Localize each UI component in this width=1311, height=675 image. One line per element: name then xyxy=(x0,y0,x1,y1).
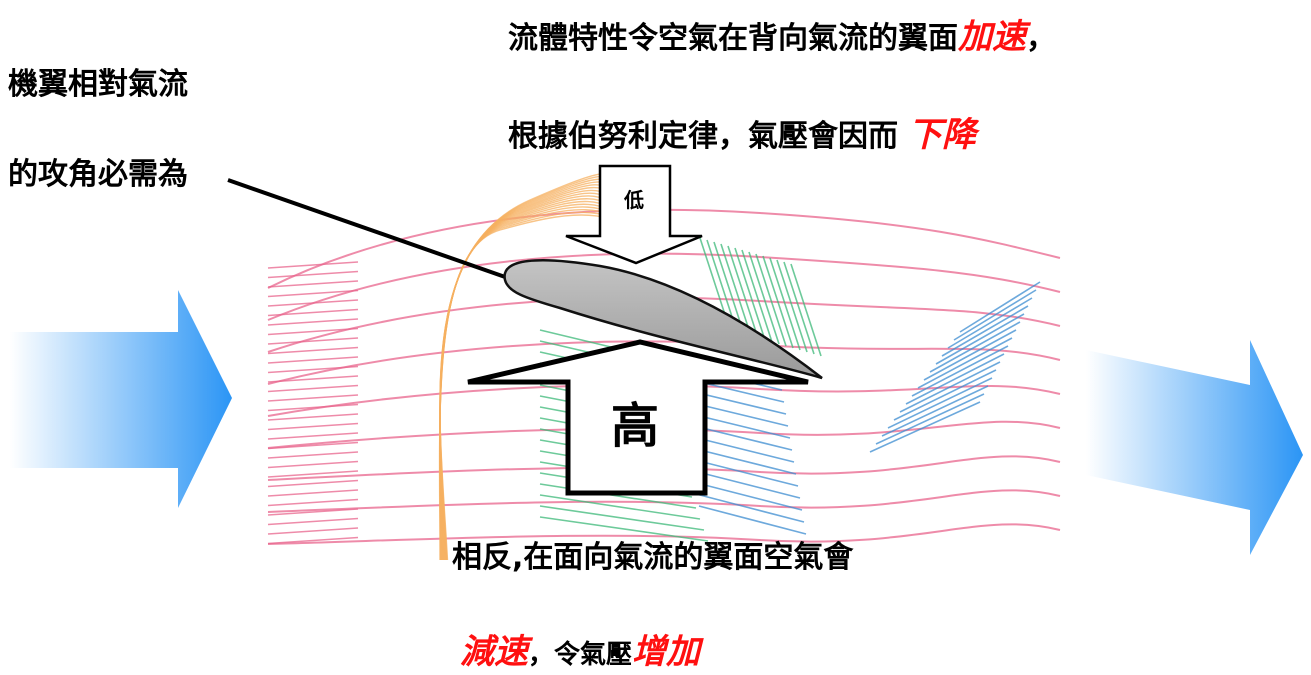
streamline xyxy=(267,420,1061,449)
streamline xyxy=(267,252,1061,321)
bottom-caption-line2-mid: ，令氣壓 xyxy=(528,640,633,670)
decelerate-emphasis: 減速 xyxy=(460,632,528,672)
bottom-caption-line2: 減速，令氣壓增加 xyxy=(460,635,700,669)
outgoing-flow-arrow xyxy=(1086,340,1303,555)
streamline-dense xyxy=(267,517,359,526)
airfoil xyxy=(503,259,823,380)
decrease-emphasis: 下降 xyxy=(908,115,976,155)
blue-band-right-line xyxy=(869,401,981,453)
green-band-line xyxy=(713,241,745,335)
top-caption-line2: 根據伯努利定律，氣壓會因而下降 xyxy=(508,118,976,152)
streamline-dense xyxy=(267,403,359,412)
blue-band-right-line xyxy=(929,321,1021,373)
streamline-dense xyxy=(267,536,359,545)
top-caption-line1: 流體特性令空氣在背向氣流的翼面加速， xyxy=(508,20,1056,54)
streamline-dense xyxy=(267,422,359,431)
streamline-dense xyxy=(267,318,359,326)
blue-band-right-line xyxy=(887,377,993,429)
blue-band-right-line xyxy=(923,329,1017,381)
streamline-dense xyxy=(267,527,359,535)
blue-band-right-line xyxy=(905,353,1005,405)
streamline-dense xyxy=(267,508,359,516)
blue-band-lower-line xyxy=(692,481,803,511)
high-pressure-arrow xyxy=(467,339,809,496)
streamline-dense xyxy=(267,489,359,497)
green-band-line xyxy=(783,261,815,355)
green-band-line xyxy=(748,251,780,345)
streamline-dense xyxy=(267,479,359,488)
streamline-dense xyxy=(267,394,359,402)
streamline xyxy=(267,296,1061,353)
green-band-lower-line xyxy=(539,505,705,531)
green-band-line xyxy=(790,263,822,357)
streamline-dense xyxy=(267,308,359,317)
incoming-flow-arrow xyxy=(10,290,232,508)
streamline-dense xyxy=(267,441,359,450)
streamline xyxy=(267,523,1061,545)
blue-band-right-line xyxy=(911,345,1009,397)
streamline-dense xyxy=(267,289,359,298)
streamline-dense xyxy=(267,346,359,355)
left-caption-line2: 的攻角必需為 xyxy=(8,157,188,192)
blue-band-lower-line xyxy=(689,469,801,499)
blue-band-right-line xyxy=(953,289,1037,341)
low-pressure-label: 低 xyxy=(624,188,644,212)
left-caption-line1: 機翼相對氣流 xyxy=(8,67,188,102)
streamline-dense xyxy=(267,413,359,421)
green-band-line xyxy=(741,249,773,343)
green-band-line xyxy=(734,247,766,341)
blue-band-right-line xyxy=(935,313,1025,365)
high-pressure-label: 高 xyxy=(611,398,660,454)
blue-band-lower-line xyxy=(698,505,807,535)
streamline-dense xyxy=(267,451,359,459)
blue-band-right-line xyxy=(881,385,989,437)
green-band-line xyxy=(769,257,801,351)
streamline-dense xyxy=(267,498,359,507)
top-caption-line2-text: 根據伯努利定律，氣壓會因而 xyxy=(508,119,898,154)
streamline-dense xyxy=(267,280,359,288)
streamline-dense xyxy=(267,356,359,364)
streamline-dense xyxy=(267,384,359,393)
streamlines xyxy=(267,208,1061,545)
blue-band-right-line xyxy=(899,361,1001,413)
increase-emphasis: 增加 xyxy=(632,632,701,672)
top-caption-line1-text: 流體特性令空氣在背向氣流的翼面 xyxy=(508,21,958,56)
streamline-dense xyxy=(267,460,359,469)
blue-band-right-line xyxy=(959,281,1041,333)
streamline-dense xyxy=(267,299,359,307)
green-band-line xyxy=(776,259,808,353)
streamline xyxy=(267,489,1061,513)
attack-angle-pointer xyxy=(227,178,509,280)
streamline-dense xyxy=(267,327,359,336)
blue-band-right-line xyxy=(917,337,1013,389)
streamline-dense xyxy=(267,365,359,374)
low-pressure-arrow xyxy=(565,164,703,265)
blue-band-right-line xyxy=(875,393,985,445)
streamline-dense xyxy=(267,270,359,279)
streamline-dense xyxy=(267,432,359,440)
streamline-dense xyxy=(267,470,359,478)
green-band-lower-line xyxy=(539,516,709,542)
top-caption-line1-tail: ， xyxy=(1026,21,1056,56)
blue-band-right-line xyxy=(947,297,1033,349)
green-band-line xyxy=(762,255,794,349)
streamline-dense xyxy=(267,261,359,269)
streamline-dense xyxy=(267,337,359,345)
streamline xyxy=(267,455,1061,481)
green-band-lower-line xyxy=(539,494,701,520)
accelerate-emphasis: 加速 xyxy=(958,17,1026,57)
green-band-line xyxy=(720,243,752,337)
bottom-caption-line1: 相反,在面向氣流的翼面空氣會 xyxy=(452,540,854,575)
blue-band-right-line xyxy=(941,305,1029,357)
blue-band-lower-line xyxy=(695,493,805,523)
green-band-line xyxy=(755,253,787,347)
blue-band-right-line xyxy=(893,369,997,421)
green-band-line xyxy=(727,245,759,339)
streamline-dense xyxy=(267,375,359,383)
